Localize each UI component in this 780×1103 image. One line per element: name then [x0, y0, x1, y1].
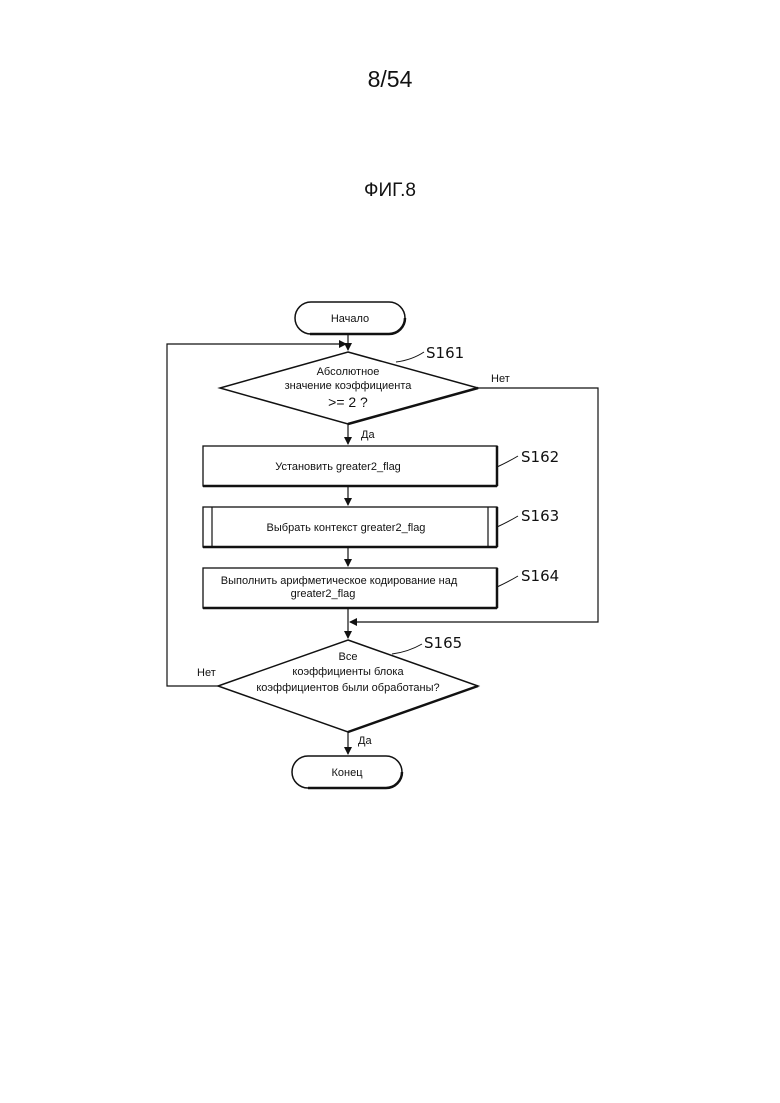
decision1-line1: Абсолютное — [317, 366, 380, 378]
decision2-line1: Все — [339, 651, 358, 663]
process-s164: Выполнить арифметическое кодирование над… — [203, 568, 497, 608]
start-terminal: Начало — [295, 302, 405, 334]
decision-s165: Все коэффициенты блока коэффициентов был… — [218, 640, 478, 732]
process3-line2: greater2_flag — [291, 588, 356, 600]
decision1-line2: значение коэффициента — [285, 380, 413, 392]
step-s162-label: S162 — [521, 448, 559, 466]
step-s161-label: S161 — [426, 344, 464, 362]
end-label: Конец — [331, 767, 363, 779]
decision2-yes-label: Да — [358, 735, 372, 747]
decision1-yes-label: Да — [361, 429, 375, 441]
process-s163: Выбрать контекст greater2_flag — [203, 507, 497, 547]
end-terminal: Конец — [292, 756, 402, 788]
decision2-no-label: Нет — [197, 667, 216, 679]
step-s161-leader — [396, 352, 424, 362]
process3-line1: Выполнить арифметическое кодирование над — [221, 575, 458, 587]
step-s163-label: S163 — [521, 507, 559, 525]
decision2-line3: коэффициентов были обработаны? — [256, 682, 439, 694]
decision-s161: Абсолютное значение коэффициента >= 2 ? — [220, 352, 478, 424]
step-s164-leader — [497, 576, 518, 587]
step-s162-leader — [497, 456, 518, 467]
process-s162: Установить greater2_flag — [203, 446, 497, 486]
step-s164-label: S164 — [521, 567, 559, 585]
decision2-line2: коэффициенты блока — [292, 666, 404, 678]
process2-text: Выбрать контекст greater2_flag — [267, 522, 426, 534]
decision1-line3: >= 2 ? — [328, 394, 368, 410]
process1-text: Установить greater2_flag — [275, 461, 401, 473]
step-s165-label: S165 — [424, 634, 462, 652]
step-s165-leader — [392, 644, 422, 654]
start-label: Начало — [331, 313, 369, 325]
decision1-no-label: Нет — [491, 373, 510, 385]
step-s163-leader — [497, 516, 518, 527]
